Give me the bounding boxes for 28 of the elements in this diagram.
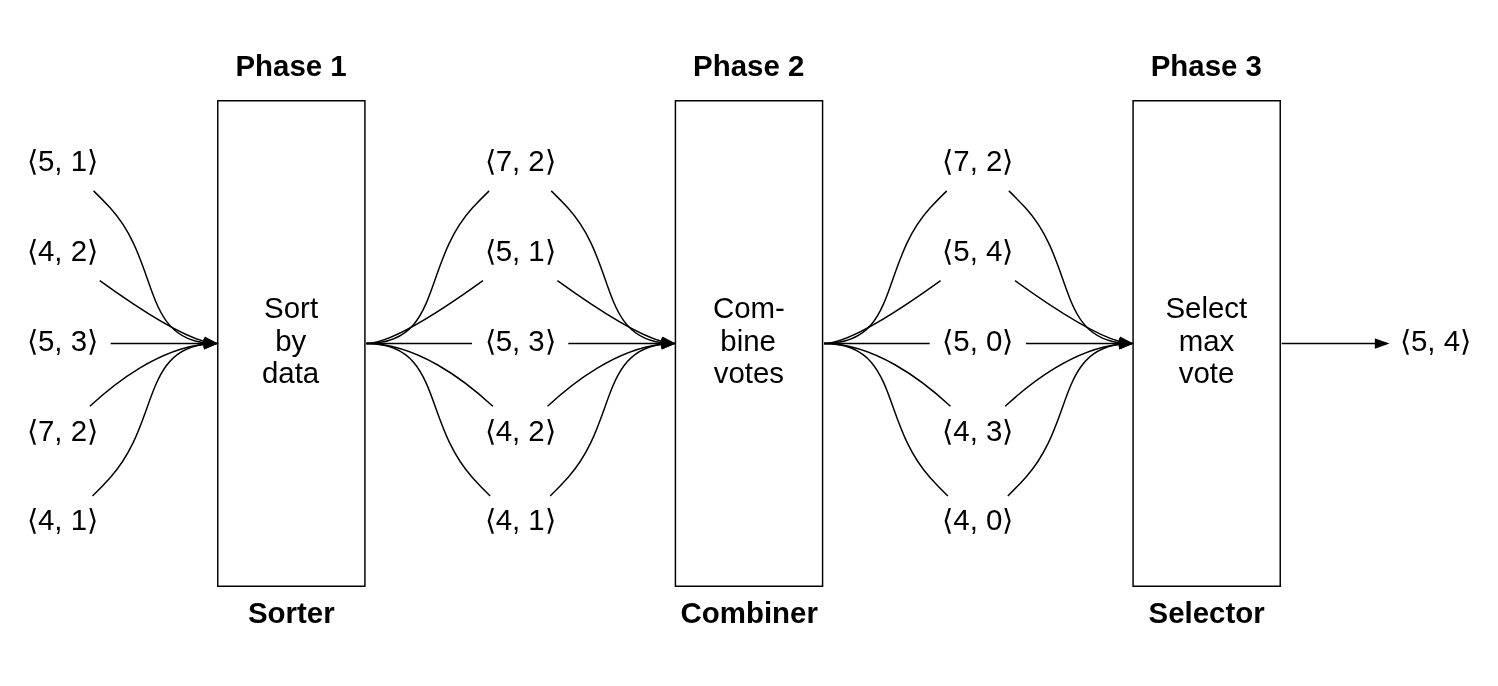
node-text: ⟨4, 2⟩ xyxy=(484,413,556,447)
node-text: ⟨5, 3⟩ xyxy=(26,323,99,357)
node-text: ⟨5, 4⟩ xyxy=(942,233,1014,267)
connector xyxy=(823,342,949,497)
node-text: ⟨4, 2⟩ xyxy=(26,233,99,267)
node-text: ⟨5, 3⟩ xyxy=(484,323,556,357)
node-label: Phase 3 xyxy=(1150,48,1262,82)
node-text: ⟨7, 2⟩ xyxy=(484,143,556,177)
connector xyxy=(365,342,491,497)
node-text: ⟨4, 1⟩ xyxy=(26,502,99,536)
node-label: Phase 1 xyxy=(235,48,347,82)
node-text: ⟨7, 2⟩ xyxy=(942,143,1014,177)
node-text: ⟨5, 1⟩ xyxy=(484,233,556,267)
node-label: Combiner xyxy=(680,595,818,629)
node-text: ⟨7, 2⟩ xyxy=(26,413,99,447)
node-label: Sorter xyxy=(247,595,335,629)
node-box: Sort by data xyxy=(217,99,366,587)
node-label: Phase 2 xyxy=(693,48,805,82)
node-label: Selector xyxy=(1148,595,1265,629)
node-text: ⟨5, 1⟩ xyxy=(26,143,99,177)
arrow xyxy=(1280,337,1390,349)
node-box: Select max vote xyxy=(1132,99,1281,587)
node-text: ⟨4, 3⟩ xyxy=(942,413,1014,447)
node-text: ⟨4, 1⟩ xyxy=(484,502,556,536)
node-text: ⟨5, 4⟩ xyxy=(1399,323,1472,357)
node-text: ⟨5, 0⟩ xyxy=(942,323,1014,357)
node-box: Com- bine votes xyxy=(674,99,824,587)
node-text: ⟨4, 0⟩ xyxy=(942,502,1014,536)
